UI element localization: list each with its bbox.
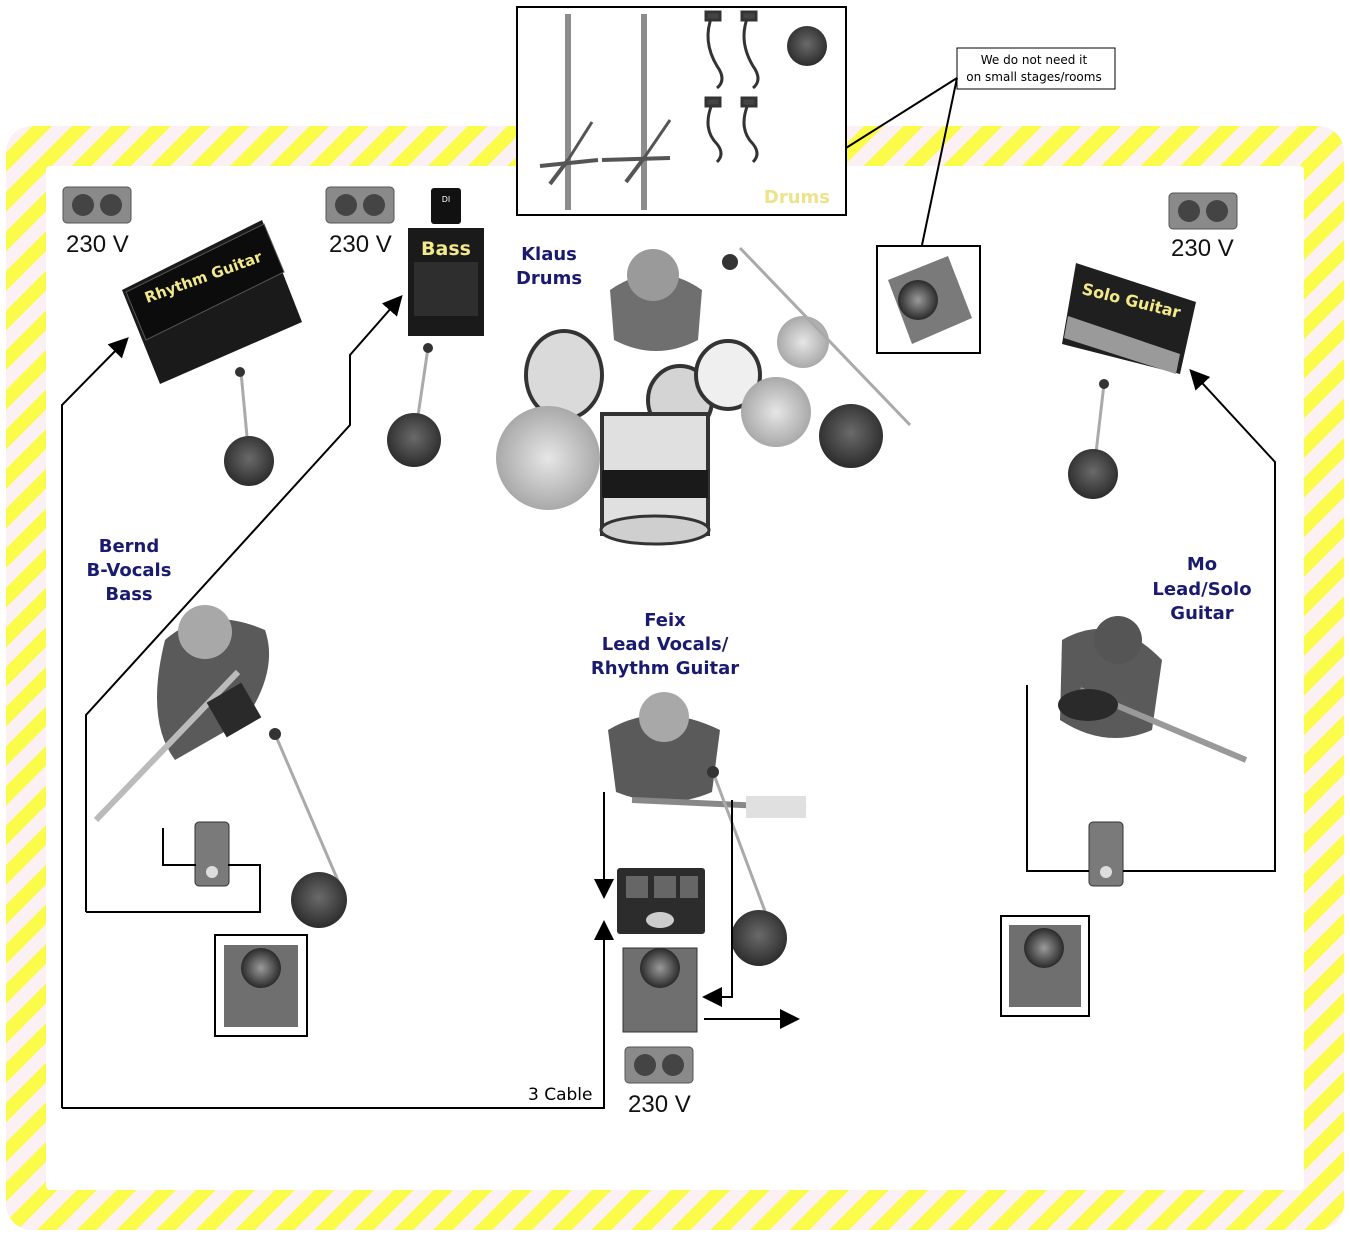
cable-runs xyxy=(61,294,1276,1109)
klaus-role: Drums xyxy=(516,268,582,289)
mic-stand-bass xyxy=(387,343,441,467)
feix-role-2: Rhythm Guitar xyxy=(591,658,739,679)
mic-stand-bassist xyxy=(269,728,347,928)
di-box-icon: DI xyxy=(431,188,461,224)
rhythm-guitar-amp: Rhythm Guitar xyxy=(122,220,302,384)
mo-name: Mo xyxy=(1187,554,1217,575)
floor-monitor-center xyxy=(622,947,698,1033)
bernd-name: Bernd xyxy=(99,536,160,557)
di-label: DI xyxy=(442,195,451,204)
drum-monitor xyxy=(876,245,981,354)
bernd-role-1: B-Vocals xyxy=(87,560,172,581)
member-label-klaus: Klaus Drums xyxy=(516,244,582,289)
bass-amp-label: Bass xyxy=(421,238,471,260)
floor-monitor-left xyxy=(214,934,308,1037)
drum-box-label: Drums xyxy=(764,187,830,208)
drum-kit xyxy=(496,246,912,546)
member-label-feix: Feix Lead Vocals/ Rhythm Guitar xyxy=(591,610,739,679)
member-label-bernd: Bernd B-Vocals Bass xyxy=(87,536,172,605)
mic-stand-solo xyxy=(1068,379,1118,499)
voltage-bass: 230 V xyxy=(329,231,392,258)
drum-equipment-box: Drums xyxy=(516,6,847,216)
member-label-mo: Mo Lead/Solo Guitar xyxy=(1152,554,1251,624)
solo-guitar-amp: Solo Guitar xyxy=(1062,263,1196,374)
bass-amp: Bass xyxy=(408,228,484,336)
floor-monitor-right xyxy=(1000,915,1090,1017)
bernd-role-2: Bass xyxy=(105,584,152,605)
cable-label: 3 Cable xyxy=(528,1085,592,1105)
bassist-figure xyxy=(93,605,270,823)
note-line-2: on small stages/rooms xyxy=(966,70,1101,84)
feix-name: Feix xyxy=(644,610,686,631)
mic-stand-rhythm xyxy=(224,367,274,486)
klaus-name: Klaus xyxy=(521,244,577,265)
voltage-solo: 230 V xyxy=(1171,235,1234,262)
power-outlet-solo: 230 V xyxy=(1168,192,1238,262)
boom-stand-icon xyxy=(539,14,599,210)
pedal-bassist xyxy=(194,821,230,887)
power-outlet-front: 230 V xyxy=(624,1046,694,1118)
clip-mic-icon xyxy=(704,10,760,164)
solo-guitarist-figure xyxy=(1058,616,1248,763)
power-outlet-rhythm: 230 V xyxy=(62,186,132,258)
pedalboard-singer xyxy=(617,868,705,934)
mo-role-2: Guitar xyxy=(1170,603,1234,624)
drummer-figure xyxy=(610,249,702,351)
feix-role-1: Lead Vocals/ xyxy=(602,634,729,655)
singer-figure xyxy=(608,692,807,818)
mic-stand-base xyxy=(787,26,827,66)
boom-stand-icon xyxy=(601,14,672,210)
pedal-solo xyxy=(1088,821,1124,887)
note-box: We do not need it on small stages/rooms xyxy=(845,47,1116,246)
voltage-front: 230 V xyxy=(628,1091,691,1118)
power-outlet-bass: 230 V xyxy=(325,186,395,258)
mic-stand-singer xyxy=(707,766,787,966)
mo-role-1: Lead/Solo xyxy=(1152,579,1251,600)
voltage-rhythm: 230 V xyxy=(66,231,129,258)
note-line-1: We do not need it xyxy=(981,53,1088,67)
